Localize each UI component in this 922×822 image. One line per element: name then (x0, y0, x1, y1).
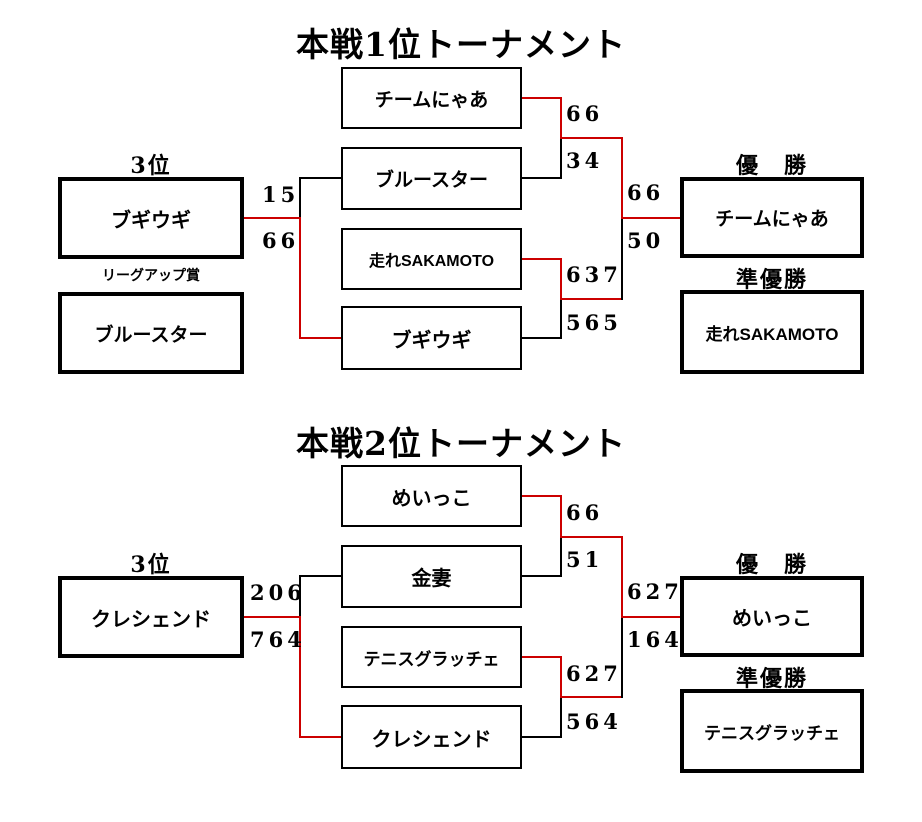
bracket-2-final-score-upper: 627 (627, 579, 683, 604)
bracket-1-champion-caption: 優 勝 (735, 153, 808, 179)
bracket-2-semifinal-2-score-upper: 627 (566, 661, 622, 686)
bracket-2-semifinal-1-score-upper: 66 (566, 500, 604, 525)
bracket-2-final-score-lower: 164 (627, 627, 683, 652)
bracket-2-competitor-4[interactable]: クレシェンド (341, 705, 522, 769)
bracket-2-semifinal-2-score-lower: 564 (566, 709, 622, 734)
bracket-1-runnerup-caption: 準優勝 (735, 267, 808, 293)
bracket-1-left-score-upper: 15 (262, 182, 300, 207)
bracket-2-runnerup-caption: 準優勝 (735, 666, 808, 692)
bracket-2-champion-caption: 優 勝 (735, 552, 808, 578)
bracket-1-third-place-caption: 3位 (130, 153, 172, 179)
bracket-1-league-up-award-team[interactable]: ブルースター (58, 292, 244, 374)
bracket-1-competitor-2[interactable]: ブルースター (341, 147, 522, 210)
bracket-2-competitor-3[interactable]: テニスグラッチェ (341, 626, 522, 688)
bracket-1-league-up-award-caption: リーグアップ賞 (102, 267, 200, 283)
bracket-2-runnerup-team[interactable]: テニスグラッチェ (680, 689, 864, 773)
bracket-1-semifinal-1-score-upper: 66 (566, 101, 604, 126)
bracket-1-competitor-1[interactable]: チームにゃあ (341, 67, 522, 129)
bracket-2-competitor-2[interactable]: 金妻 (341, 545, 522, 608)
bracket-2-title: 本戦2位トーナメント (296, 424, 626, 463)
bracket-1-semifinal-2-score-upper: 637 (566, 262, 622, 287)
bracket-2-left-score-upper: 206 (250, 580, 306, 605)
bracket-1-semifinal-2-score-lower: 565 (566, 310, 622, 335)
bracket-1-final-score-upper: 66 (627, 180, 665, 205)
bracket-1-final-score-lower: 50 (627, 228, 665, 253)
bracket-2-semifinal-1-score-lower: 51 (566, 547, 604, 572)
bracket-2-champion-team[interactable]: めいっこ (680, 576, 864, 657)
bracket-1-title: 本戦1位トーナメント (296, 25, 626, 64)
bracket-2-third-place-caption: 3位 (130, 552, 172, 578)
bracket-1-third-place-team[interactable]: ブギウギ (58, 177, 244, 259)
bracket-1-semifinal-1-score-lower: 34 (566, 148, 604, 173)
bracket-2-competitor-1[interactable]: めいっこ (341, 465, 522, 527)
bracket-1-champion-team[interactable]: チームにゃあ (680, 177, 864, 258)
bracket-1-competitor-4[interactable]: ブギウギ (341, 306, 522, 370)
bracket-2-third-place-team[interactable]: クレシェンド (58, 576, 244, 658)
bracket-1-competitor-3[interactable]: 走れSAKAMOTO (341, 228, 522, 290)
bracket-1-left-score-lower: 66 (262, 228, 300, 253)
bracket-2-left-score-lower: 764 (250, 627, 306, 652)
bracket-1-runnerup-team[interactable]: 走れSAKAMOTO (680, 290, 864, 374)
